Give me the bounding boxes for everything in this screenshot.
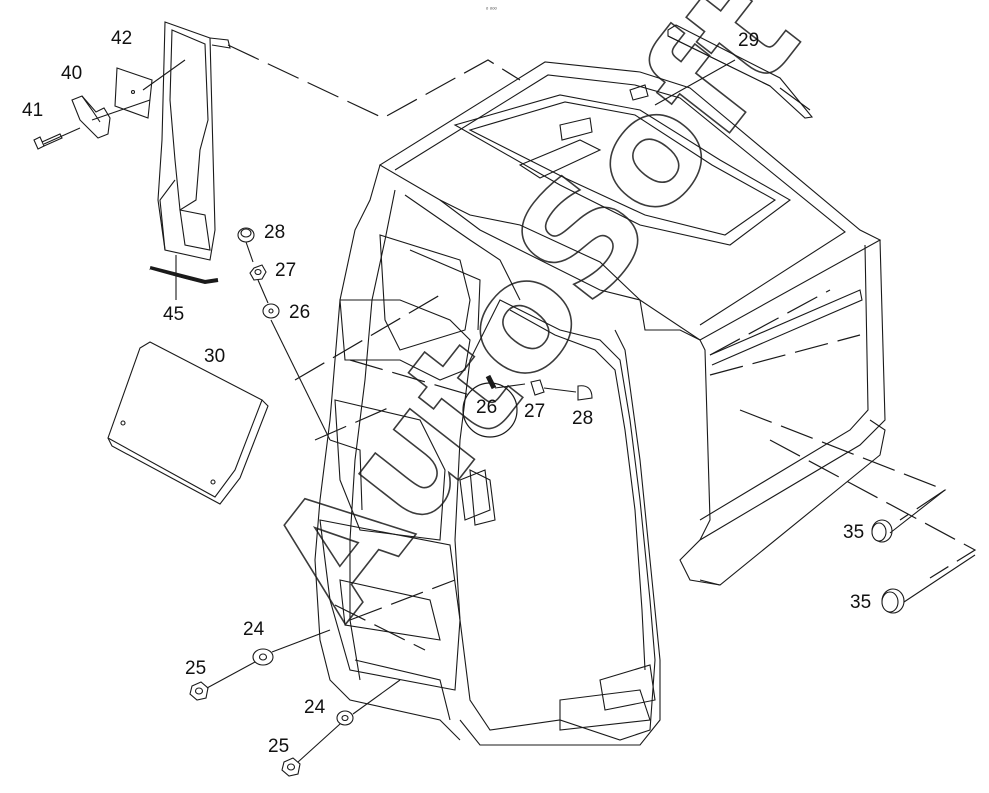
part-30-panel [107, 341, 269, 505]
callout-35-lower: 35 [850, 592, 871, 613]
part-45-allen-key [149, 266, 221, 286]
left-post-assembly [157, 21, 231, 261]
callout-24-upper: 24 [243, 619, 265, 640]
callout-26-middle: 26 [476, 397, 497, 418]
upper-hardware-stack [237, 227, 280, 319]
callout-28-upper: 28 [264, 222, 285, 243]
callout-42: 42 [111, 28, 132, 49]
middle-hardware-stack [485, 374, 593, 401]
callout-27-upper: 27 [275, 260, 296, 281]
leader-lines [43, 59, 976, 763]
lower-hardware [189, 648, 354, 777]
assembly-lines [227, 44, 977, 651]
callout-28-middle: 28 [572, 408, 593, 429]
part-41-screw [33, 133, 63, 150]
part-40-clip [71, 95, 111, 139]
part-42-plate [114, 67, 153, 119]
watermark-circle [462, 382, 518, 438]
callout-30: 30 [204, 346, 225, 367]
part-29-strip [667, 24, 814, 119]
callout-26-upper: 26 [289, 302, 310, 323]
callout-27-middle: 27 [524, 401, 545, 422]
callout-29: 29 [738, 30, 759, 51]
callout-35-upper: 35 [843, 522, 864, 543]
callout-45: 45 [163, 304, 184, 325]
callout-25-upper: 25 [185, 658, 206, 679]
part-35-plugs [871, 519, 905, 614]
callout-labels: 42 40 41 28 27 26 45 30 29 26 27 28 35 3… [22, 28, 871, 757]
callout-40: 40 [61, 63, 82, 84]
watermark-text: AutoSoft [236, 0, 832, 647]
top-small-text: ₒ ₒₒₒ [486, 5, 497, 11]
callout-24-lower: 24 [304, 697, 326, 718]
callout-25-lower: 25 [268, 736, 289, 757]
callout-41: 41 [22, 100, 43, 121]
